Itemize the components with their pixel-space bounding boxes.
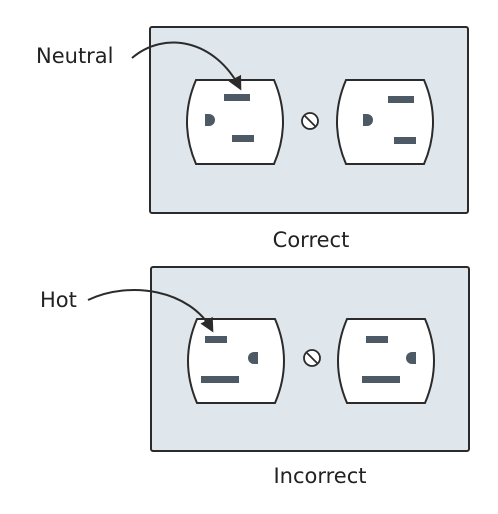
incorrect-right-outlet-face: [337, 318, 435, 404]
incorrect-callout-arrow: [87, 289, 214, 333]
correct-left-outlet-face: [186, 79, 284, 165]
correct-panel: Neutral Correct: [36, 26, 469, 252]
incorrect-right-outlet: [337, 318, 435, 404]
correct-left-ground-slot: [205, 114, 215, 126]
correct-left-hot-slot: [232, 135, 254, 142]
correct-caption: Correct: [273, 228, 350, 252]
incorrect-right-neutral-slot: [362, 376, 400, 383]
correct-left-neutral-slot: [224, 94, 250, 101]
incorrect-left-hot-slot: [205, 336, 227, 343]
incorrect-left-ground-slot: [248, 352, 258, 364]
incorrect-right-ground-slot: [406, 352, 416, 364]
incorrect-panel: Hot Incorrect: [40, 266, 470, 488]
correct-right-hot-slot: [394, 137, 416, 144]
correct-callout-label: Neutral: [36, 44, 114, 68]
incorrect-center-screw: [303, 349, 321, 367]
incorrect-left-outlet: [187, 318, 285, 404]
correct-right-neutral-slot: [388, 96, 414, 103]
incorrect-callout-label: Hot: [40, 288, 77, 312]
incorrect-left-neutral-slot: [201, 376, 239, 383]
correct-right-outlet: [336, 79, 434, 165]
correct-callout-arrow: [131, 41, 242, 91]
incorrect-left-outlet-face: [187, 318, 285, 404]
correct-center-screw: [301, 112, 319, 130]
incorrect-right-hot-slot: [366, 336, 388, 343]
correct-right-ground-slot: [363, 114, 373, 126]
correct-left-outlet: [186, 79, 284, 165]
incorrect-caption: Incorrect: [273, 464, 366, 488]
correct-right-outlet-face: [336, 79, 434, 165]
